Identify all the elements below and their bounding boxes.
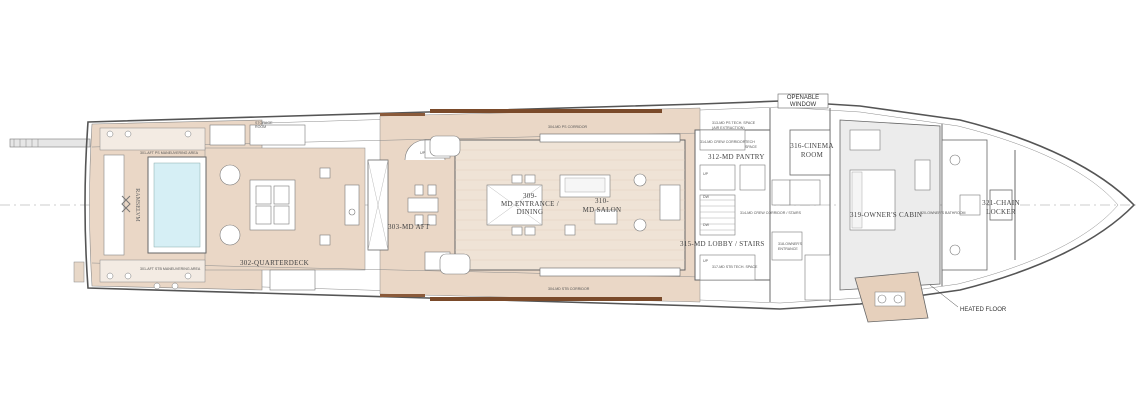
bath-toilet [949, 154, 961, 166]
transom-seat [103, 154, 125, 256]
label-crew-stairs: 314-MD CREW CORRIDOR / STAIRS [740, 211, 802, 215]
label-dining-3: DINING [517, 208, 544, 216]
aft-step [73, 261, 85, 283]
dining-furniture [486, 174, 543, 236]
label-md-pantry: 312-MD PANTRY [708, 153, 765, 161]
label-md-lobby: 315-MD LOBBY / STAIRS [680, 240, 765, 248]
quarterdeck-furniture [219, 164, 360, 246]
label-md-aft: 303-MD AFT [388, 223, 430, 231]
brand-logo-text: RAMSELVM [134, 188, 140, 222]
brand-logo: RAMSELVM [134, 188, 140, 222]
stb-corridor-rail [430, 297, 662, 301]
owners-desk [914, 159, 931, 191]
label-tech-small-1: TECH [745, 140, 755, 144]
salon-ps-bay [429, 135, 461, 157]
callout-openable-window-1: OPENABLE [787, 95, 819, 101]
label-storage-1: STORAGE [255, 121, 273, 125]
label-dining-2: MD ENTRANCE / [501, 200, 559, 208]
label-up-2: UP [703, 259, 709, 263]
label-stb-tech: 317-MD STB TECH. SPACE [712, 265, 758, 269]
owners-dressing [849, 129, 881, 151]
crew-corridor-box [699, 254, 756, 281]
label-up-3: UP [420, 151, 426, 155]
label-dw-1: DW [703, 195, 710, 199]
label-ps-corridor: 304-MD PS CORRIDOR [548, 125, 588, 129]
label-storage-2: ROOM [255, 125, 266, 129]
pantry-fridge [739, 164, 766, 191]
label-quarterdeck: 302-QUARTERDECK [240, 259, 309, 267]
label-up-1: UP [703, 172, 709, 176]
chain-locker [989, 189, 1013, 221]
callout-heated-floor: HEATED FLOOR [960, 307, 1007, 313]
label-owners-entrance-2: ENTRANCE [778, 247, 798, 251]
label-dw-2: DW [703, 223, 710, 227]
aft-storage-3 [269, 269, 316, 291]
aft-storage-2 [249, 124, 306, 146]
heated-floor-leader [929, 284, 959, 308]
label-tech-space-1: 313-MD PS TECH. SPACE [712, 121, 756, 125]
label-md-salon-1: 310- [595, 197, 609, 205]
salon-stb-bay [439, 253, 471, 275]
label-dining-1: 309- [523, 192, 537, 200]
callout-openable-window-2: WINDOW [790, 102, 817, 108]
owners-entrance-box [771, 231, 803, 261]
stb-tech-box [804, 254, 831, 301]
lobby-stair-box [699, 194, 736, 236]
hull-outline [84, 100, 1136, 310]
owners-bed-pillows [851, 171, 863, 229]
stb-aft-rail [380, 294, 425, 297]
label-owners-cabin: 319-OWNER'S CABIN [850, 211, 922, 219]
label-aft-stb: 301-AFT STB MANEUVERING AREA [140, 267, 201, 271]
tech-space-box [699, 129, 746, 151]
label-cinema-1: 316-CINEMA [790, 142, 833, 150]
label-chain-1: 321-CHAIN [982, 199, 1020, 207]
label-owners-entrance-1: 318-OWNER'S [778, 242, 803, 246]
label-tech-small-2: SPACE [745, 145, 758, 149]
ps-corridor-rail [430, 109, 662, 113]
ps-aft-rail [380, 113, 425, 116]
label-owners-bathroom: 320-OWNER'S BATHROOM [920, 211, 966, 215]
stern-rail-ticks [13, 139, 39, 147]
label-aft-ps: 301-AFT PS MANEUVERING AREA [140, 151, 199, 155]
stern-rail-bar [9, 138, 91, 148]
glass-door-diagonal-2 [367, 159, 389, 251]
aft-storage-1 [209, 124, 246, 146]
hull-inner-line [95, 106, 1119, 304]
logo-mark-icon [121, 195, 131, 213]
balcony [854, 271, 929, 323]
openable-window-box [777, 93, 829, 109]
lobby-stair-lines [700, 199, 735, 231]
label-crew-corridor: 314-MD CREW CORRIDOR [700, 140, 746, 144]
label-cinema-2: ROOM [801, 151, 824, 159]
salon-stb-window [539, 267, 681, 277]
label-md-salon-2: MD SALON [583, 206, 622, 214]
cinema-room [789, 129, 831, 176]
pantry-counter [699, 164, 736, 191]
pool-water [153, 162, 201, 248]
bath-vanity [959, 194, 981, 216]
salon-ps-window [539, 133, 681, 143]
label-chain-2: LOCKER [986, 208, 1016, 216]
label-tech-space-2: (AIR EXTRACTION) [712, 126, 745, 130]
salon-furniture [559, 173, 681, 236]
winch-icons [106, 130, 192, 290]
cinema-bath [789, 179, 821, 206]
bath-toilet-2 [949, 244, 961, 256]
label-stb-corridor: 304-MD STB CORRIDOR [548, 287, 590, 291]
cinema-storage [771, 179, 791, 206]
